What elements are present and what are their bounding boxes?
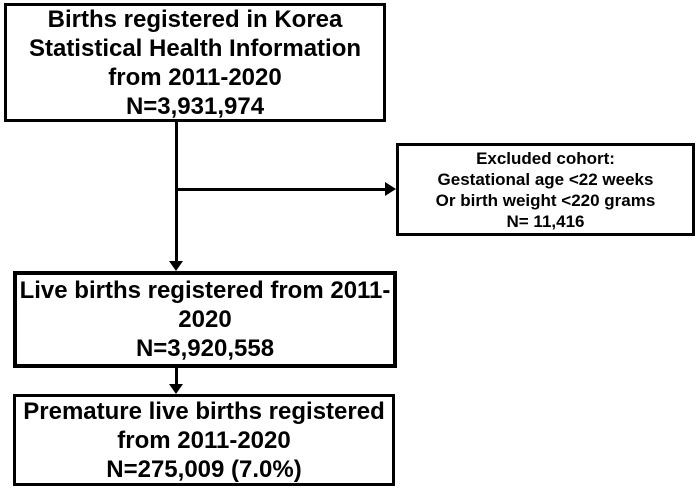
connector-source-to-live-line — [175, 122, 178, 261]
excluded-criterion-line: Or birth weight <220 grams — [435, 190, 656, 210]
source-population-box: Births registered in Korea Statistical H… — [4, 3, 386, 122]
premature-births-box: Premature live births registered from 20… — [13, 394, 395, 486]
source-population-line: Births registered in Korea — [47, 5, 343, 33]
live-births-line: Live births registered from 2011- — [19, 277, 391, 304]
source-population-line: Statistical Health Information — [28, 34, 362, 62]
excluded-criterion-line: Gestational age <22 weeks — [437, 169, 654, 189]
arrowhead-down-icon — [169, 384, 183, 394]
arrowhead-down-icon — [169, 261, 183, 271]
premature-births-count: N=275,009 (7.0%) — [106, 455, 302, 483]
excluded-cohort-box: Excluded cohort: Gestational age <22 wee… — [396, 143, 695, 236]
live-births-count: N=3,920,558 — [135, 335, 275, 362]
connector-live-to-premature-line — [175, 368, 178, 385]
excluded-cohort-title: Excluded cohort: — [476, 148, 615, 168]
live-births-box: Live births registered from 2011- 2020 N… — [13, 271, 397, 368]
arrowhead-right-icon — [385, 182, 396, 196]
live-births-line: 2020 — [178, 306, 232, 333]
connector-to-excluded-line — [175, 188, 385, 191]
source-population-count: N=3,931,974 — [125, 92, 265, 120]
source-population-line: from 2011-2020 — [108, 63, 282, 91]
premature-births-line: from 2011-2020 — [117, 426, 291, 454]
excluded-cohort-count: N= 11,416 — [506, 211, 585, 231]
premature-births-line: Premature live births registered — [23, 397, 385, 425]
